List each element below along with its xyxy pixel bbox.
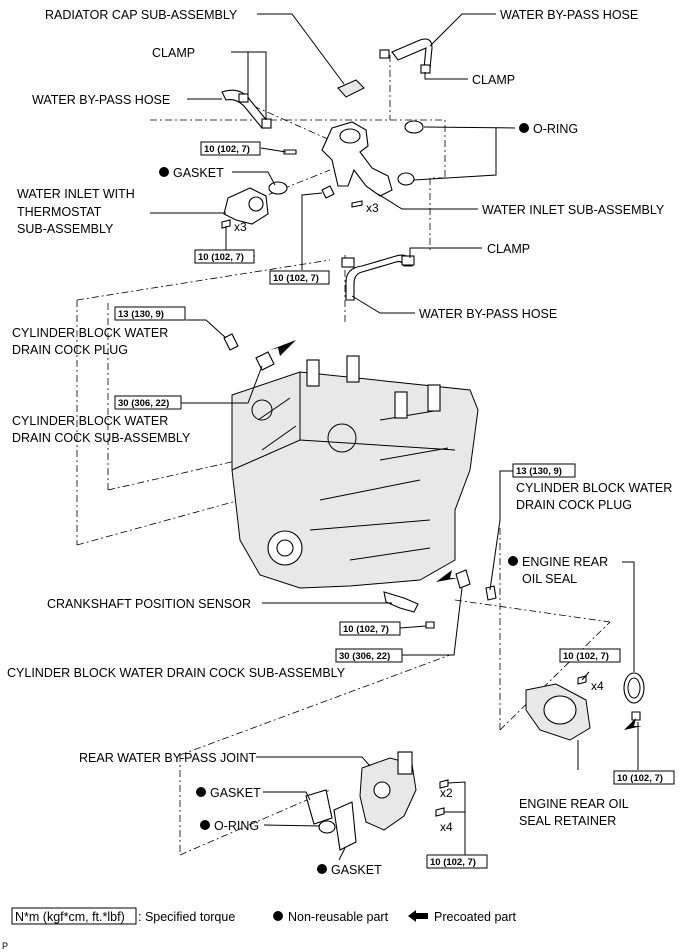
engine-block: [231, 355, 479, 589]
torque-box: [613, 770, 675, 785]
non-reusable-mark: [196, 787, 206, 797]
drain-cock-right-parts: [436, 569, 497, 601]
non-reusable-mark: [159, 167, 169, 177]
water-bypass-hose-left-part: [221, 89, 272, 129]
non-reusable-mark: [200, 820, 210, 830]
rear-bypass-joint-part: [359, 751, 449, 831]
label-water-bypass-hose-left: WATER BY-PASS HOSE: [32, 93, 170, 107]
torque-specs: 10 (102, 7) 10 (102, 7) 10 (102, 7) 13 (…: [114, 141, 675, 869]
rear-oil-seal-retainer-part: [525, 675, 642, 741]
label-rear-bypass-joint: REAR WATER BY-PASS JOINT: [79, 751, 256, 765]
torque-value: 10 (102, 7): [617, 773, 663, 784]
label-clamp-mid: CLAMP: [487, 242, 530, 256]
torque-value: 10 (102, 7): [198, 252, 244, 263]
label-water-inlet-sub: WATER INLET SUB-ASSEMBLY: [482, 203, 665, 217]
torque-box: [194, 249, 255, 264]
non-reusable-mark: [519, 123, 529, 133]
torque-value: 10 (102, 7): [563, 651, 609, 662]
torque-value: 10 (102, 7): [343, 624, 389, 635]
label-water-inlet-thermostat-2: THERMOSTAT: [17, 205, 102, 219]
label-retainer-1: ENGINE REAR OIL: [519, 797, 629, 811]
corner-mark: P: [2, 941, 8, 951]
torque-box: [339, 621, 401, 636]
legend: N*m (kgf*cm, ft.*lbf) : Specified torque…: [11, 907, 517, 925]
label-drain-plug-left-2: DRAIN COCK PLUG: [12, 343, 128, 357]
label-drain-plug-right-1: CYLINDER BLOCK WATER: [516, 481, 672, 495]
label-drain-sub-bottom: CYLINDER BLOCK WATER DRAIN COCK SUB-ASSE…: [7, 666, 346, 680]
label-water-bypass-hose-mid: WATER BY-PASS HOSE: [419, 307, 557, 321]
torque-box: [269, 270, 330, 285]
assembly-outline: [76, 55, 611, 856]
label-gasket-top: GASKET: [173, 166, 224, 180]
count-label: x4: [591, 679, 604, 693]
quantity-counts: x3 x3 x4 x2 x4: [234, 201, 604, 834]
torque-box: [512, 463, 576, 478]
torque-box: [114, 395, 182, 410]
label-radiator-cap: RADIATOR CAP SUB-ASSEMBLY: [45, 8, 238, 22]
label-rear-oil-seal-2: OIL SEAL: [522, 572, 577, 586]
torque-value: 13 (130, 9): [516, 466, 562, 477]
label-water-bypass-hose-top: WATER BY-PASS HOSE: [500, 8, 638, 22]
legend-torque-unit: N*m (kgf*cm, ft.*lbf): [15, 910, 125, 924]
label-drain-sub-left-2: DRAIN COCK SUB-ASSEMBLY: [12, 431, 191, 445]
leader-lines: [150, 13, 639, 861]
torque-box: [335, 648, 403, 663]
water-inlet-sub-assembly-part: [283, 120, 424, 208]
torque-box: [114, 306, 186, 321]
radiator-cap-part: [337, 79, 365, 98]
count-label: x3: [234, 220, 247, 234]
legend-torque-desc: : Specified torque: [138, 910, 235, 924]
water-bypass-hose-top-part: [379, 38, 433, 74]
count-label: x2: [440, 786, 453, 800]
gasket-bottom-parts: [305, 789, 357, 851]
label-drain-sub-left-1: CYLINDER BLOCK WATER: [12, 414, 168, 428]
label-water-inlet-thermostat-1: WATER INLET WITH: [17, 187, 135, 201]
label-retainer-2: SEAL RETAINER: [519, 814, 616, 828]
torque-value: 30 (306, 22): [118, 398, 169, 409]
label-clamp-top-right: CLAMP: [472, 73, 515, 87]
part-labels: RADIATOR CAP SUB-ASSEMBLY WATER BY-PASS …: [7, 8, 672, 877]
water-bypass-hose-mid-part: [341, 254, 415, 301]
drain-cock-left-parts: [223, 333, 296, 371]
rear-oil-seal-part: [623, 672, 645, 704]
label-gasket-bottom: GASKET: [331, 863, 382, 877]
torque-value: 13 (130, 9): [118, 309, 164, 320]
torque-box: [426, 854, 488, 869]
legend-non-reusable-icon: [273, 911, 283, 921]
label-clamp-top-left: CLAMP: [152, 46, 195, 60]
crankshaft-sensor-part: [383, 591, 435, 629]
label-o-ring-bottom: O-RING: [214, 819, 259, 833]
non-reusable-mark: [508, 556, 518, 566]
label-crank-sensor: CRANKSHAFT POSITION SENSOR: [47, 597, 251, 611]
label-drain-plug-left-1: CYLINDER BLOCK WATER: [12, 326, 168, 340]
count-label: x4: [440, 820, 453, 834]
count-label: x3: [366, 201, 379, 215]
legend-non-reusable: Non-reusable part: [288, 910, 389, 924]
water-inlet-thermostat-part: [221, 181, 288, 229]
torque-box: [559, 648, 621, 663]
torque-box: [200, 141, 261, 156]
label-gasket-bottom-left: GASKET: [210, 786, 261, 800]
torque-value: 30 (306, 22): [339, 651, 390, 662]
torque-value: 10 (102, 7): [204, 144, 250, 155]
label-o-ring-top: O-RING: [533, 122, 578, 136]
torque-value: 10 (102, 7): [273, 273, 319, 284]
label-drain-plug-right-2: DRAIN COCK PLUG: [516, 498, 632, 512]
label-rear-oil-seal-1: ENGINE REAR: [522, 555, 608, 569]
legend-torque-box: [11, 907, 137, 925]
non-reusable-mark: [317, 864, 327, 874]
torque-value: 10 (102, 7): [430, 857, 476, 868]
label-water-inlet-thermostat-3: SUB-ASSEMBLY: [17, 222, 114, 236]
legend-precoated: Precoated part: [434, 910, 517, 924]
legend-precoated-icon: [408, 910, 428, 922]
